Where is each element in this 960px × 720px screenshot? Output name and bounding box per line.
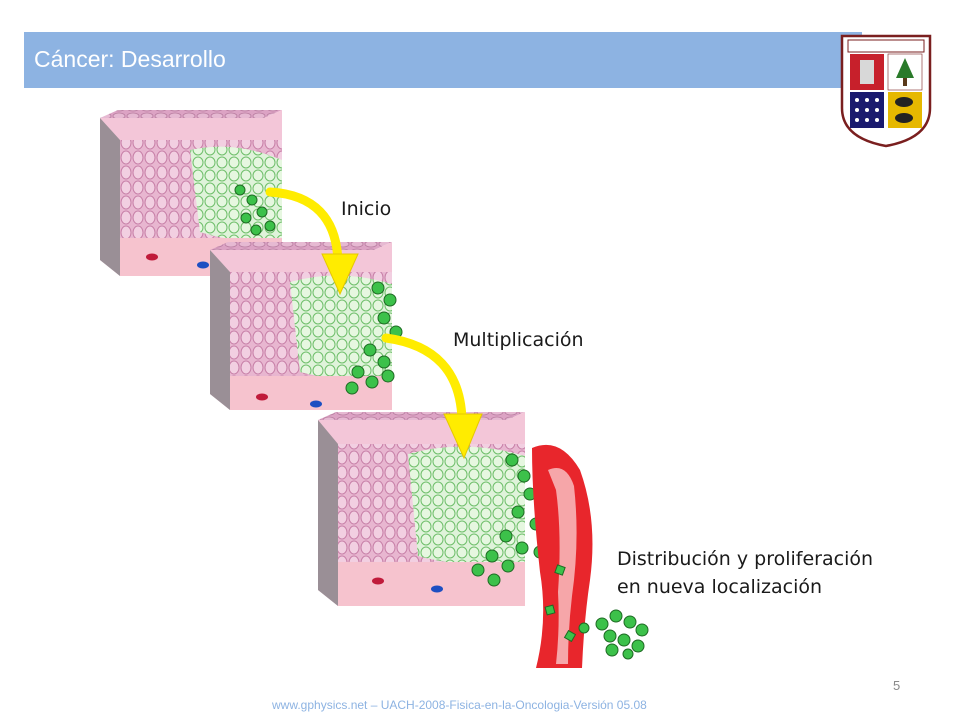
tissue-block-3: [318, 412, 547, 606]
stage-label-spread-line1: Distribución y proliferación: [617, 548, 874, 570]
tissue-block-2: [210, 242, 403, 410]
stage-label-start: Inicio: [341, 198, 392, 220]
stage-label-spread: Distribución y proliferación en nueva lo…: [617, 545, 873, 601]
university-crest-logo: [840, 34, 932, 148]
footer-text: www.gphysics.net – UACH-2008-Fisica-en-l…: [272, 698, 647, 712]
arrow-start: [265, 187, 359, 296]
secondary-tumor-colony: [578, 609, 649, 660]
blood-vessel: [532, 444, 593, 668]
arrow-multiply: [381, 333, 483, 460]
tissue-block-1: [100, 110, 282, 276]
stage-label-spread-line2: en nueva localización: [617, 576, 823, 598]
title-bar: Cáncer: Desarrollo: [24, 32, 862, 88]
page-number: 5: [893, 678, 901, 693]
slide-title: Cáncer: Desarrollo: [34, 46, 226, 72]
stage-label-multiply: Multiplicación: [453, 329, 584, 351]
